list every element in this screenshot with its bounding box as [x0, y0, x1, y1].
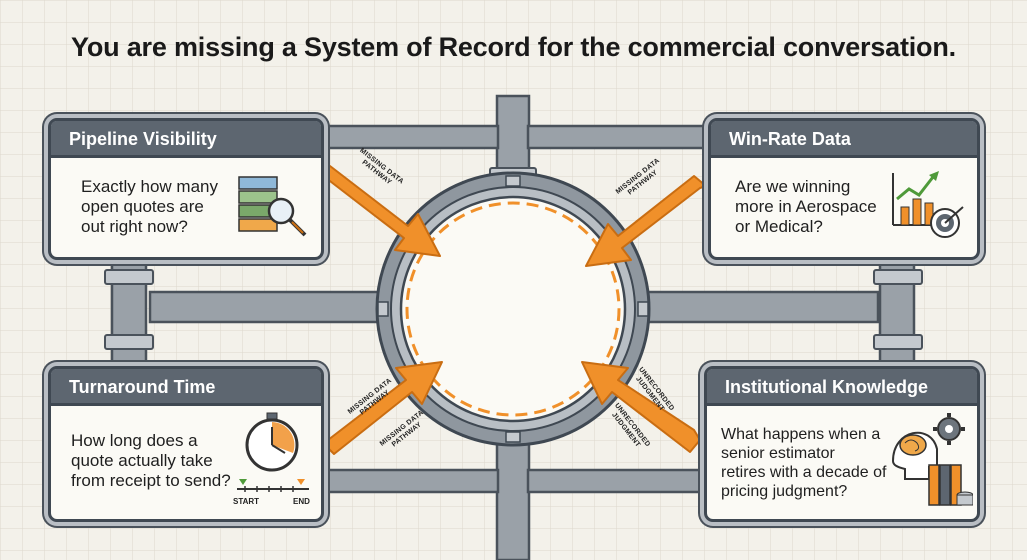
card-question: Exactly how many open quotes are out rig… — [81, 177, 218, 236]
arrow-bottom-left — [321, 361, 443, 455]
dashed-empty-core — [405, 201, 621, 417]
arrow-top-left — [317, 165, 441, 257]
card-header: Pipeline Visibility — [51, 121, 321, 158]
card-header: Win-Rate Data — [711, 121, 977, 158]
missing-data-arrows — [317, 165, 707, 455]
card-turnaround-time: Turnaround Time How long does a quote ac… — [48, 366, 324, 522]
stopwatch-timeline-icon — [237, 412, 309, 492]
card-question: How long does a quote actually take from… — [71, 431, 231, 490]
card-question: What happens when a senior estimator ret… — [721, 426, 887, 500]
card-title: Turnaround Time — [69, 377, 216, 397]
card-institutional-knowledge: Institutional Knowledge What happens whe… — [704, 366, 980, 522]
card-title: Win-Rate Data — [729, 129, 851, 149]
page-title: You are missing a System of Record for t… — [71, 32, 956, 62]
growth-chart-target-icon — [892, 171, 964, 238]
arrow-bottom-right — [581, 361, 701, 453]
card-header: Institutional Knowledge — [707, 369, 977, 406]
central-ring — [375, 171, 651, 447]
card-question: Are we winning more in Aerospace or Medi… — [735, 177, 877, 236]
card-title: Pipeline Visibility — [69, 129, 217, 149]
brain-gear-binders-icon — [891, 413, 973, 506]
timeline-end-label: END — [293, 497, 310, 506]
card-win-rate-data: Win-Rate Data Are we winning more in Aer… — [708, 118, 980, 260]
timeline-start-label: START — [233, 497, 260, 506]
stacked-quotes-magnifier-icon — [238, 176, 307, 237]
card-header: Turnaround Time — [51, 369, 321, 406]
card-title: Institutional Knowledge — [725, 377, 928, 397]
arrow-top-right — [585, 175, 707, 267]
card-pipeline-visibility: Pipeline Visibility Exactly how many ope… — [48, 118, 324, 260]
